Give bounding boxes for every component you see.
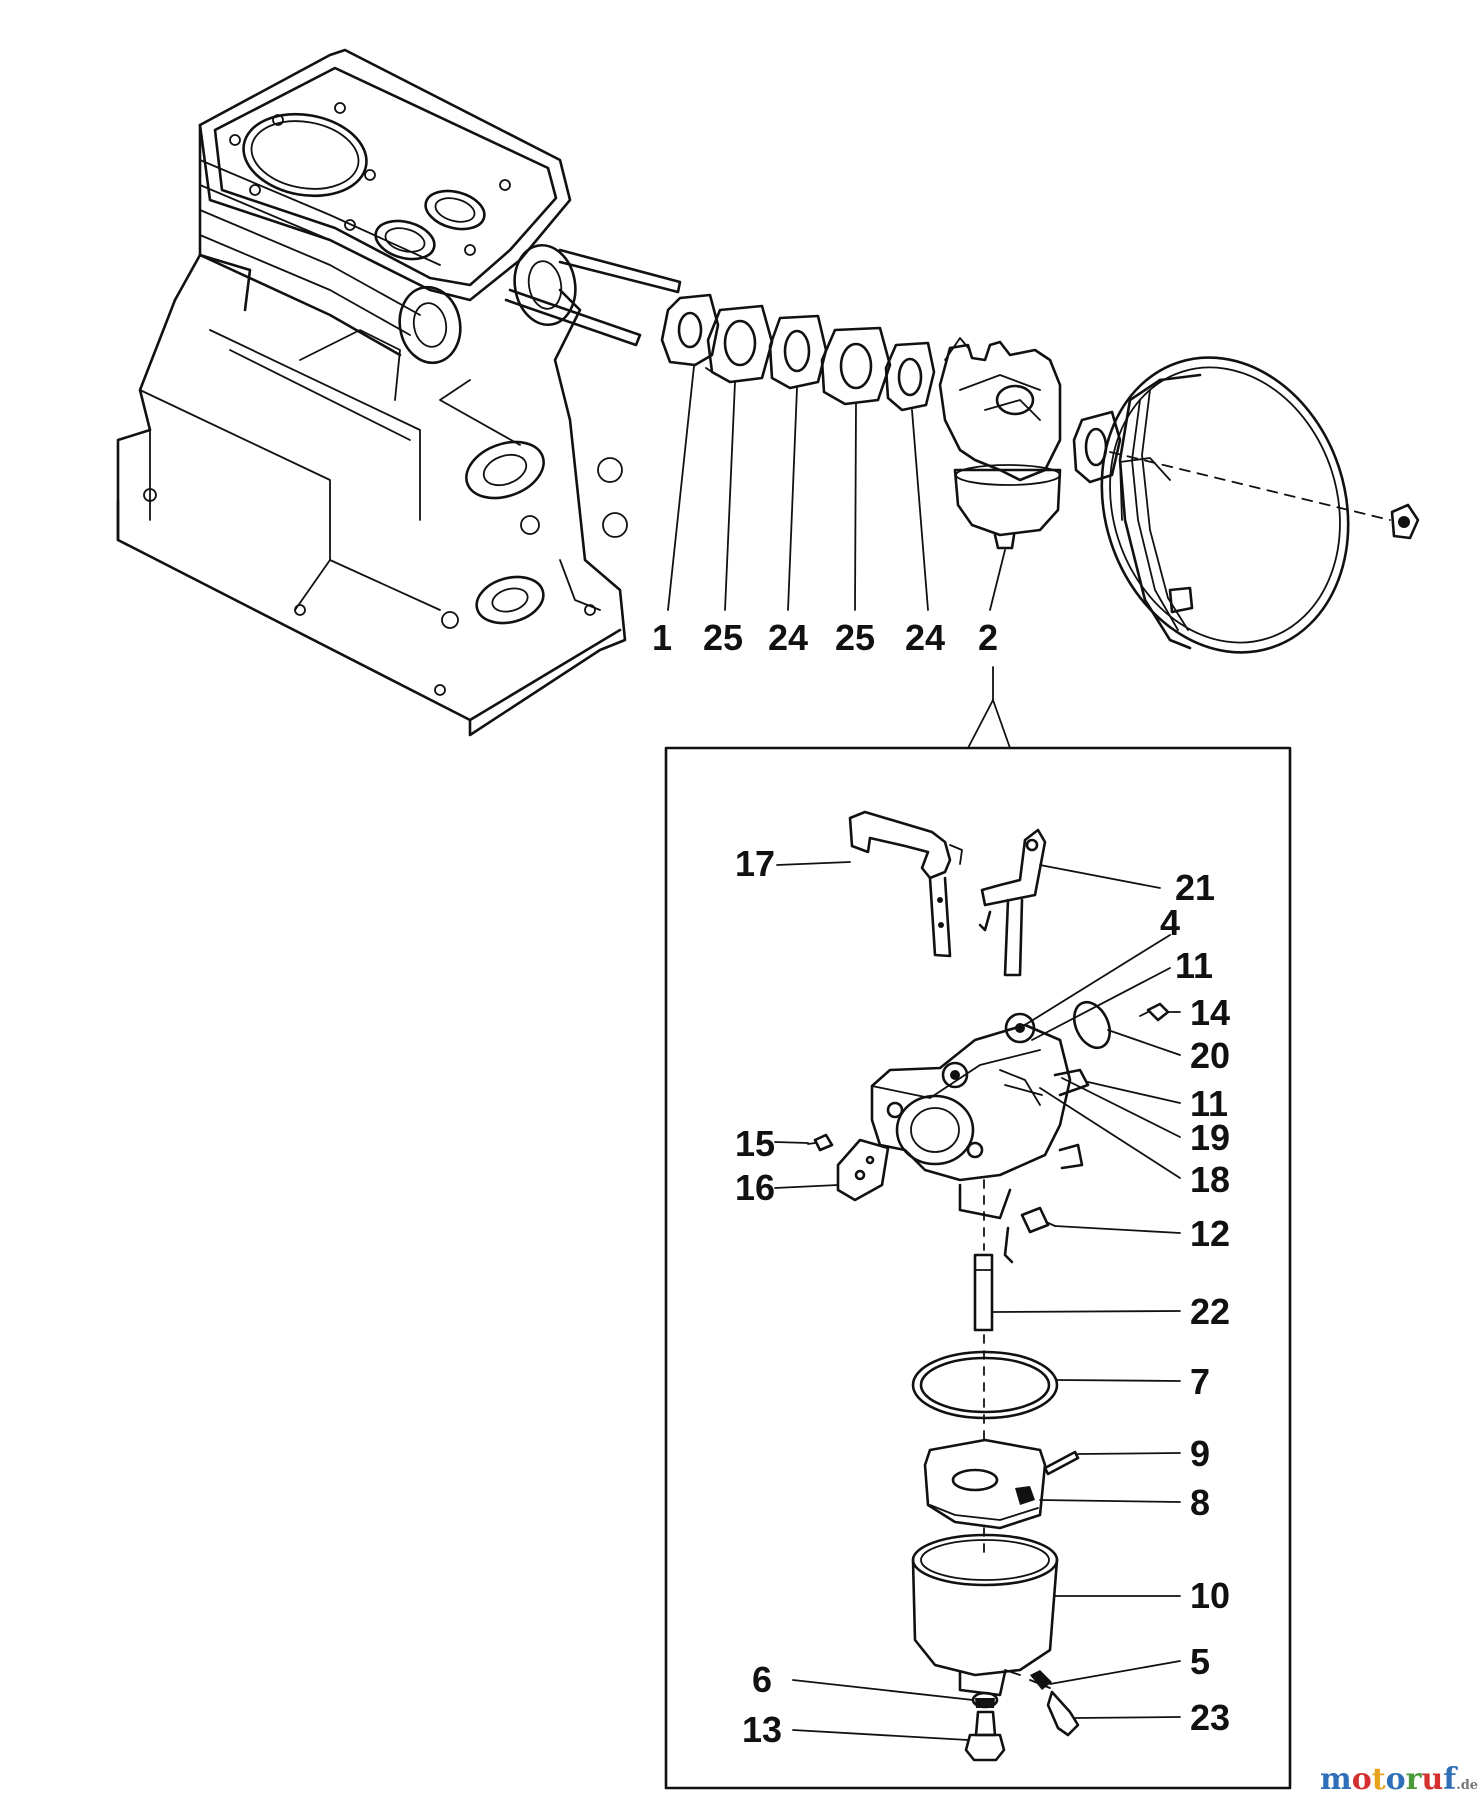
inset-parts (807, 810, 1170, 1762)
air-cleaner (1100, 356, 1391, 654)
callout-12: 12 (1190, 1213, 1230, 1254)
part-14-screw (1139, 1002, 1170, 1022)
part-21-throttle-shaft (978, 828, 1047, 977)
watermark-logo: motoruf.de (1320, 1762, 1478, 1797)
callout-2: 2 (978, 617, 998, 658)
callout-11: 11 (1190, 1083, 1228, 1124)
callout-15: 15 (735, 1123, 775, 1164)
callout-8: 8 (1190, 1482, 1210, 1523)
part-22-nozzle (973, 1179, 994, 1332)
part-5-spring (1029, 1670, 1052, 1690)
watermark-letter: o (1385, 1762, 1406, 1797)
part-15-screw (807, 1133, 834, 1152)
watermark-letter: u (1421, 1762, 1444, 1797)
gasket-1 (660, 293, 720, 367)
callout-9: 9 (1190, 1433, 1210, 1474)
watermark-letter: m (1320, 1762, 1352, 1797)
callout-6: 6 (752, 1659, 772, 1700)
callout-16: 16 (735, 1167, 775, 1208)
upper-callouts: 1 25 24 25 24 2 (652, 617, 998, 658)
callout-18: 18 (1190, 1159, 1230, 1200)
part-9-float-pin (1043, 1450, 1080, 1476)
part-12-screw (1020, 1206, 1056, 1234)
part-16-choke-plate (836, 1138, 890, 1202)
watermark-text: motoruf (1320, 1762, 1456, 1797)
carburetor-assembly (938, 337, 1062, 550)
callout-24: 24 (768, 617, 808, 658)
spacer-25b (820, 326, 892, 406)
wing-nut (1390, 503, 1420, 540)
part-6-washer (971, 1691, 999, 1709)
callout-11: 11 (1175, 945, 1213, 986)
inset-callouts: 17 21 4 11 14 20 11 19 15 18 16 12 22 7 … (735, 843, 1230, 1750)
callout-20: 20 (1190, 1035, 1230, 1076)
callout-4: 4 (1160, 902, 1180, 943)
callout-25: 25 (703, 617, 743, 658)
callout-17: 17 (735, 843, 775, 884)
detail-inset-frame (664, 666, 1292, 1790)
callout-7: 7 (1190, 1361, 1210, 1402)
watermark-suffix: .de (1456, 1778, 1479, 1793)
carb-gasket (1072, 410, 1122, 484)
engine-block (116, 48, 682, 737)
part-8-float (923, 1438, 1047, 1530)
callout-1: 1 (652, 617, 672, 658)
callout-22: 22 (1190, 1291, 1230, 1332)
upper-leaders (667, 365, 1006, 611)
part-10-float-bowl (911, 1527, 1059, 1697)
gasket-24a (768, 314, 828, 390)
watermark-letter: r (1405, 1762, 1422, 1797)
callout-5: 5 (1190, 1641, 1210, 1682)
callout-13: 13 (742, 1709, 782, 1750)
part-23-idle-screw (1046, 1690, 1080, 1737)
part-17-choke-shaft (848, 810, 963, 958)
callout-10: 10 (1190, 1575, 1230, 1616)
callout-19: 19 (1190, 1117, 1230, 1158)
spacer-25a (705, 304, 774, 384)
part-7-o-ring (911, 1334, 1059, 1441)
watermark-letter: f (1443, 1762, 1457, 1797)
gasket-24b (884, 341, 936, 412)
callout-21: 21 (1175, 867, 1215, 908)
carburetor-body (870, 1012, 1090, 1220)
watermark-letter: o (1351, 1762, 1372, 1797)
callout-24: 24 (905, 617, 945, 658)
callout-14: 14 (1190, 992, 1230, 1033)
watermark-letter: t (1371, 1762, 1386, 1797)
inset-leaders (774, 861, 1181, 1741)
part-13-bolt (964, 1710, 1006, 1762)
callout-25: 25 (835, 617, 875, 658)
part-20-gasket (1073, 1000, 1111, 1050)
callout-23: 23 (1190, 1697, 1230, 1738)
